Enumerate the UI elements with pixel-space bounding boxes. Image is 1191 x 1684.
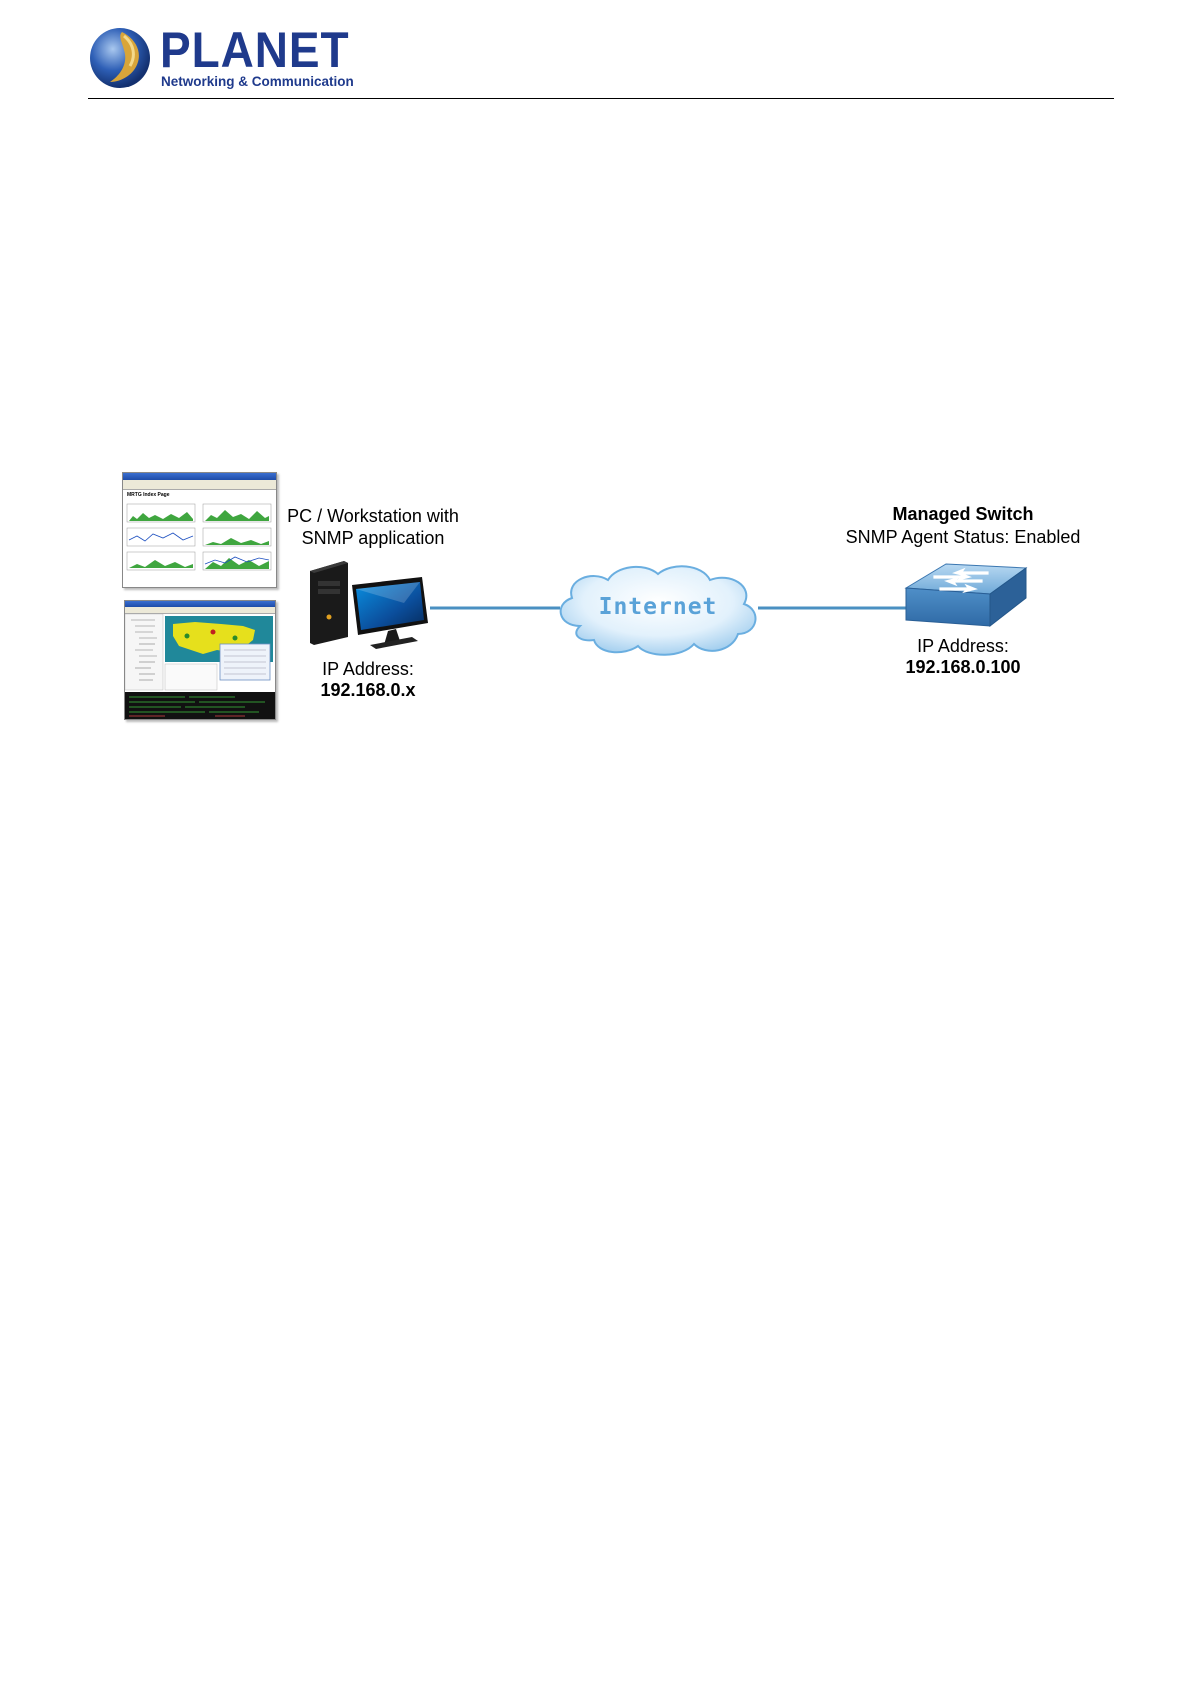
workstation-ip-label: IP Address: [298, 658, 438, 680]
page-header: PLANET Networking & Communication [0, 0, 1191, 100]
nms-map-screenshot-thumbnail [124, 600, 276, 720]
managed-switch-icon [904, 562, 1028, 628]
switch-ip-label: IP Address: [888, 635, 1038, 657]
mrtg-page-title: MRTG Index Page [123, 490, 276, 500]
switch-ip-value: 192.168.0.100 [888, 656, 1038, 678]
workstation-title-line1: PC / Workstation with [278, 505, 468, 527]
internet-label: Internet [592, 593, 724, 621]
snmp-network-diagram: MRTG Index Page [0, 460, 1191, 730]
brand-tagline: Networking & Communication [161, 75, 354, 89]
network-map-icon [125, 614, 275, 720]
mrtg-screenshot-thumbnail: MRTG Index Page [122, 472, 277, 588]
switch-snmp-status: SNMP Agent Status: Enabled [838, 526, 1088, 548]
traffic-graphs-icon [123, 500, 276, 588]
header-divider [88, 98, 1114, 99]
workstation-ip-value: 192.168.0.x [298, 679, 438, 701]
workstation-title-line2: SNMP application [278, 527, 468, 549]
switch-title: Managed Switch [838, 503, 1088, 525]
pc-workstation-icon [304, 555, 436, 650]
planet-globe-logo-icon [88, 26, 152, 90]
brand-name: PLANET [160, 25, 350, 75]
